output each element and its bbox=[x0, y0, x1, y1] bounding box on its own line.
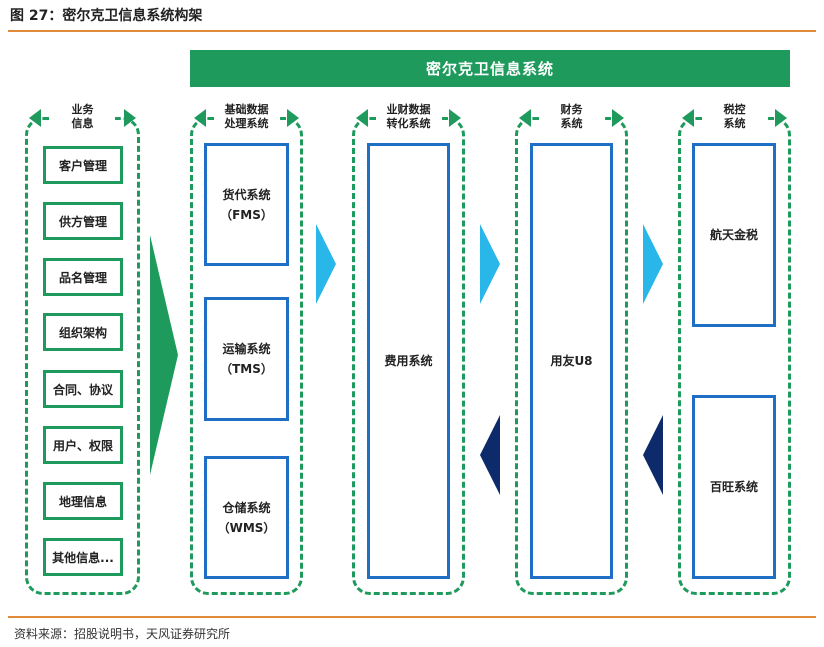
business-item-product: 品名管理 bbox=[43, 258, 123, 296]
baiwang-system-box: 百旺系统 bbox=[692, 395, 776, 579]
left-arrowhead-icon bbox=[519, 109, 531, 127]
tax-group-arrows bbox=[682, 109, 787, 127]
u8-system-box: 用友U8 bbox=[530, 143, 613, 579]
green-arrow-icon bbox=[150, 235, 178, 475]
business-item-organization: 组织架构 bbox=[43, 313, 123, 351]
business-info-group bbox=[25, 117, 140, 595]
dark-navy-arrow-icon bbox=[643, 415, 663, 495]
top-rule bbox=[8, 30, 816, 32]
finance-group-arrows bbox=[519, 109, 624, 127]
business-item-user: 用户、权限 bbox=[43, 426, 123, 464]
left-arrowhead-icon bbox=[356, 109, 368, 127]
light-blue-arrow-icon bbox=[480, 224, 500, 304]
right-arrowhead-icon bbox=[124, 109, 136, 127]
business-info-label: 业务 信息 bbox=[50, 103, 115, 131]
tms-system-box: 运输系统 （TMS） bbox=[204, 297, 289, 421]
dark-navy-arrow-icon bbox=[480, 415, 500, 495]
business-item-contract: 合同、协议 bbox=[43, 370, 123, 408]
figure-title: 图 27：密尔克卫信息系统构架 bbox=[10, 8, 203, 24]
basic-group-arrows bbox=[194, 109, 299, 127]
source-note: 资料来源：招股说明书，天风证券研究所 bbox=[14, 627, 231, 641]
expense-system-box: 费用系统 bbox=[367, 143, 450, 579]
bottom-rule bbox=[8, 616, 816, 618]
conversion-group-arrows bbox=[356, 109, 461, 127]
left-arrowhead-icon bbox=[29, 109, 41, 127]
system-banner: 密尔克卫信息系统 bbox=[190, 50, 790, 87]
left-arrowhead-icon bbox=[682, 109, 694, 127]
fms-system-box: 货代系统 （FMS） bbox=[204, 143, 289, 266]
wms-system-box: 仓储系统 （WMS） bbox=[204, 456, 289, 579]
left-arrowhead-icon bbox=[194, 109, 206, 127]
business-item-supplier: 供方管理 bbox=[43, 202, 123, 240]
tax-control-label: 税控 系统 bbox=[702, 103, 767, 131]
light-blue-arrow-icon bbox=[316, 224, 336, 304]
aerospace-tax-box: 航天金税 bbox=[692, 143, 776, 327]
conversion-label: 业财数据 转化系统 bbox=[376, 103, 441, 131]
right-arrowhead-icon bbox=[775, 109, 787, 127]
business-item-customer: 客户管理 bbox=[43, 146, 123, 184]
right-arrowhead-icon bbox=[612, 109, 624, 127]
business-item-geo: 地理信息 bbox=[43, 482, 123, 520]
business-group-arrows bbox=[29, 109, 136, 127]
basic-data-label: 基础数据 处理系统 bbox=[214, 103, 279, 131]
right-arrowhead-icon bbox=[287, 109, 299, 127]
light-blue-arrow-icon bbox=[643, 224, 663, 304]
business-item-other: 其他信息... bbox=[43, 538, 123, 576]
finance-label: 财务 系统 bbox=[539, 103, 604, 131]
right-arrowhead-icon bbox=[449, 109, 461, 127]
